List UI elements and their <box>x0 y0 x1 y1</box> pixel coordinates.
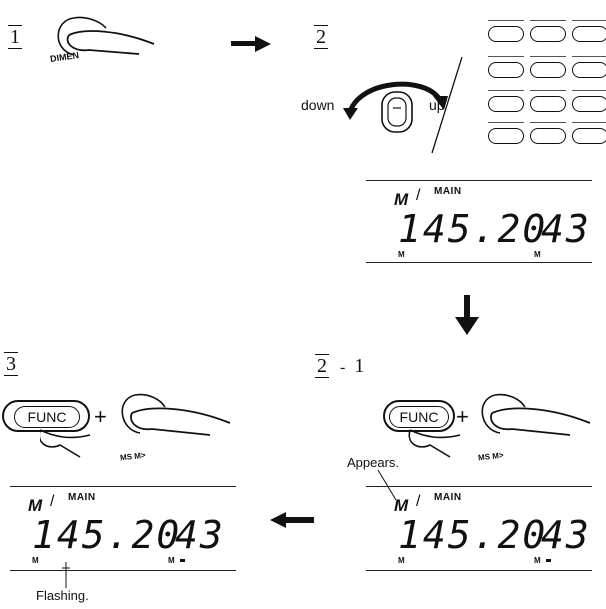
plus-sign: + <box>456 404 469 429</box>
knob-down-label: down <box>301 97 335 113</box>
func-button-outer: FUNC <box>2 400 90 432</box>
keypad-key <box>488 96 524 112</box>
step-3-number: 3 <box>4 352 18 376</box>
lcd-sub-m: M <box>534 556 541 565</box>
keypad-key <box>488 62 524 78</box>
lcd-indicator-dot <box>546 559 551 562</box>
keypad-illustration <box>486 18 606 178</box>
lcd-bar-mark: / <box>50 493 55 510</box>
func-button: FUNC <box>14 406 80 428</box>
step-1-number: 1 <box>8 25 22 49</box>
keypad-key <box>530 128 566 144</box>
appears-pointer-line <box>377 469 397 501</box>
ms-button-press-illustration <box>408 393 591 458</box>
lcd-channel: 43 <box>175 513 225 557</box>
lcd-sub-m: M <box>398 250 405 259</box>
func-button: FUNC <box>389 406 449 428</box>
lcd-sub-m: M <box>534 250 541 259</box>
lcd-indicator-dot <box>180 559 185 562</box>
lcd-sub-m: M <box>32 556 39 565</box>
keypad-key <box>488 128 524 144</box>
lcd-display-step3: M / MAIN 145.20 43 M M <box>0 478 240 578</box>
dimen-button-press-illustration <box>57 16 155 56</box>
lcd-frequency: 145.20 <box>32 513 182 557</box>
lcd-channel: 43 <box>541 207 591 251</box>
knob-up-label: up <box>429 97 445 113</box>
lcd-frequency: 145.20 <box>398 207 548 251</box>
lcd-main-label: MAIN <box>434 186 462 197</box>
lcd-frequency: 145.20 <box>398 513 548 557</box>
keypad-key <box>530 62 566 78</box>
arrow-down-icon <box>455 295 479 335</box>
keypad-key <box>530 26 566 42</box>
keypad-key <box>572 128 606 144</box>
lcd-main-label: MAIN <box>68 492 96 503</box>
lcd-main-label: MAIN <box>434 492 462 503</box>
ms-button-press-illustration <box>40 393 231 458</box>
lcd-sub-m: M <box>398 556 405 565</box>
lcd-mode-mark: M <box>394 190 409 209</box>
plus-sign: + <box>94 404 107 429</box>
keypad-key <box>530 96 566 112</box>
rotary-knob-illustration <box>343 81 448 133</box>
arrow-right-icon <box>231 36 271 52</box>
lcd-mode-mark: M <box>394 496 409 515</box>
flashing-annotation: Flashing. <box>36 588 89 603</box>
keypad-key <box>572 26 606 42</box>
step-2-number: 2 <box>314 25 328 49</box>
lcd-display-step2-1: M / MAIN 145.20 43 M M <box>366 478 606 578</box>
lcd-display-step2: M / MAIN 145.20 43 M M <box>366 170 606 270</box>
flashing-pointer-line <box>62 562 70 588</box>
lcd-channel: 43 <box>541 513 591 557</box>
step-2-1-number: 2 - 1 <box>315 354 365 378</box>
keypad-key <box>488 26 524 42</box>
appears-annotation: Appears. <box>347 455 400 470</box>
lcd-sub-m: M <box>168 556 175 565</box>
keypad-key <box>572 96 606 112</box>
lcd-mode-mark: M <box>28 496 43 515</box>
keypad-key <box>572 62 606 78</box>
lcd-bar-mark: / <box>416 187 421 204</box>
separator-slash <box>431 56 463 154</box>
func-button-outer: FUNC <box>383 400 455 432</box>
arrow-left-icon <box>270 512 314 528</box>
lcd-bar-mark: / <box>416 493 421 510</box>
